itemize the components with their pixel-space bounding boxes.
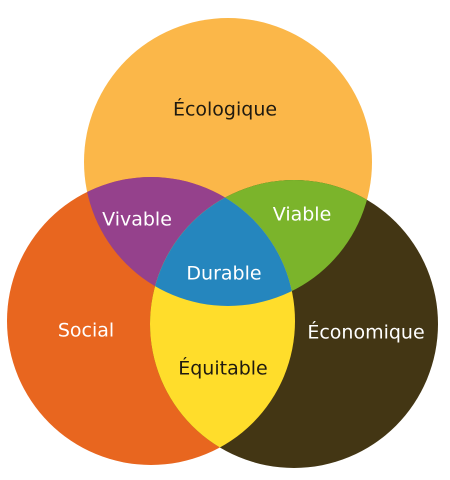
durable-region [150,180,295,306]
economique-label: Économique [307,321,424,344]
social-label: Social [58,320,114,342]
durable-label: Durable [186,263,261,285]
equitable-label: Équitable [178,357,268,380]
vivable-label: Vivable [102,209,172,231]
viable-label: Viable [273,204,332,226]
ecologique-label: Écologique [173,98,277,121]
